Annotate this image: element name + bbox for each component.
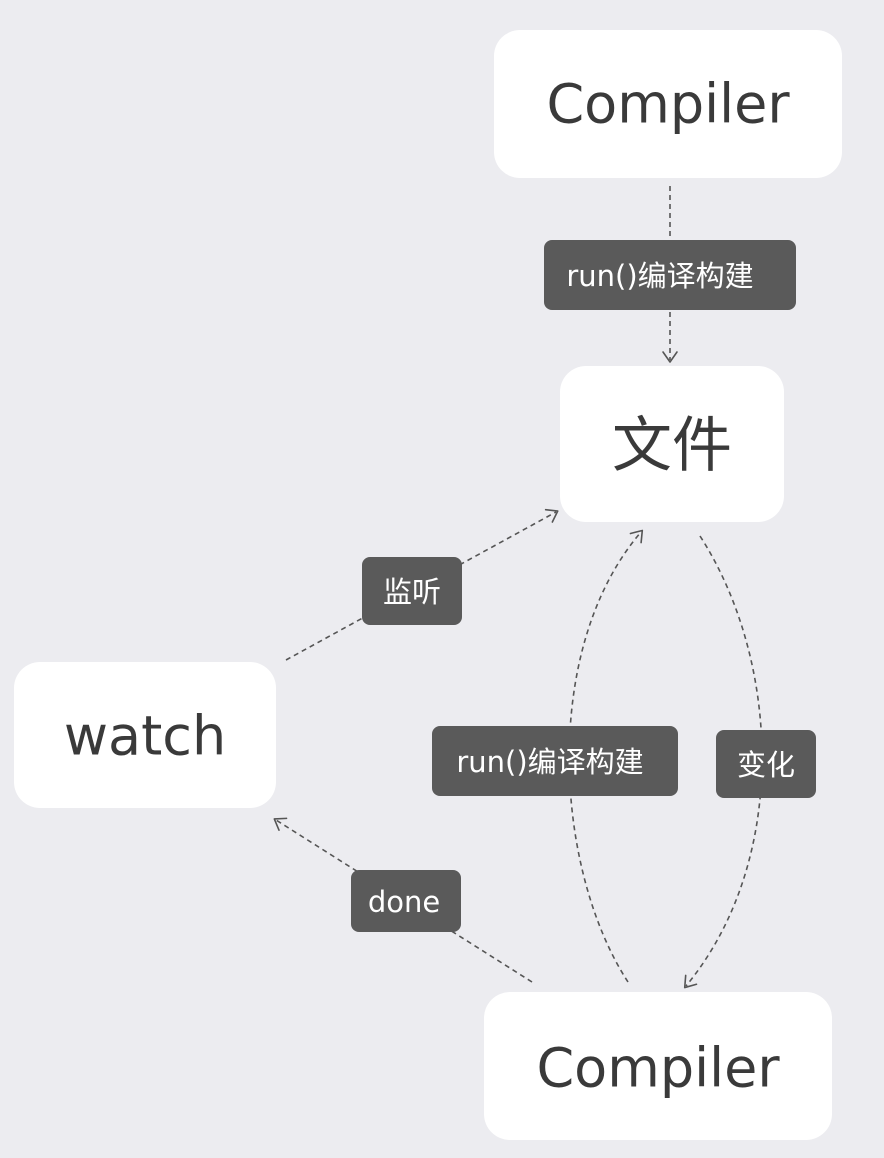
node-watch-label: watch — [64, 705, 226, 768]
edge-compiler-bottom-to-watch — [273, 817, 533, 983]
edge-label-done: done — [351, 870, 461, 932]
edge-compiler-bottom-to-file — [568, 529, 644, 983]
edge-label-run-bottom-text: run()编译构建 — [456, 745, 643, 779]
edge-label-change-text: 变化 — [737, 748, 795, 782]
edge-label-change: 变化 — [716, 730, 816, 798]
edge-label-listen: 监听 — [362, 557, 462, 625]
node-compiler-bottom: Compiler — [484, 992, 832, 1140]
edge-label-done-text: done — [368, 885, 440, 919]
edge-label-run-bottom: run()编译构建 — [432, 726, 678, 796]
edge-label-run-top-text: run()编译构建 — [566, 259, 753, 293]
node-watch: watch — [14, 662, 276, 808]
node-compiler-top-label: Compiler — [546, 73, 790, 136]
node-compiler-bottom-label: Compiler — [536, 1037, 780, 1100]
node-file: 文件 — [560, 366, 784, 522]
edge-label-run-top: run()编译构建 — [544, 240, 796, 310]
edge-label-listen-text: 监听 — [383, 575, 441, 609]
node-file-label: 文件 — [612, 411, 732, 481]
node-compiler-top: Compiler — [494, 30, 842, 178]
